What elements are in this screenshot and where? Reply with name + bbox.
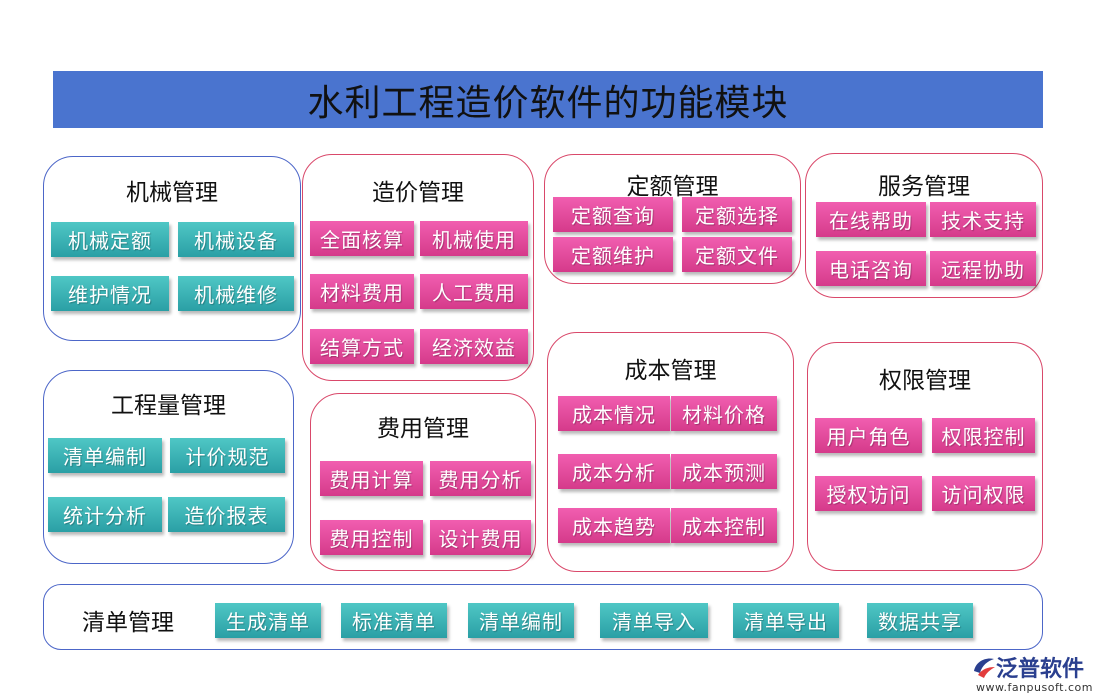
- group-bill-title: 清单管理: [82, 610, 174, 636]
- group-cost-pricing-title: 造价管理: [372, 180, 464, 206]
- module-button[interactable]: 机械维修: [178, 276, 294, 311]
- module-button[interactable]: 在线帮助: [816, 202, 926, 237]
- module-button[interactable]: 统计分析: [48, 497, 162, 532]
- module-button[interactable]: 成本控制: [671, 508, 777, 543]
- module-button[interactable]: 定额维护: [553, 237, 673, 272]
- logo-brand: 泛普软件: [996, 657, 1085, 682]
- module-button[interactable]: 清单导出: [733, 603, 839, 638]
- module-button[interactable]: 定额选择: [682, 197, 792, 232]
- module-button[interactable]: 电话咨询: [816, 251, 926, 286]
- group-cost-pricing: 造价管理 全面核算 机械使用 材料费用 人工费用 结算方式 经济效益: [302, 154, 534, 381]
- module-button[interactable]: 全面核算: [310, 221, 414, 256]
- module-button[interactable]: 维护情况: [51, 276, 169, 311]
- module-button[interactable]: 成本趋势: [558, 508, 670, 543]
- module-button[interactable]: 费用控制: [320, 520, 423, 555]
- module-button[interactable]: 机械设备: [178, 222, 294, 257]
- module-button[interactable]: 远程协助: [930, 251, 1036, 286]
- group-cost: 成本管理 成本情况 材料价格 成本分析 成本预测 成本趋势 成本控制: [547, 332, 794, 572]
- module-button[interactable]: 机械使用: [420, 221, 528, 256]
- module-button[interactable]: 成本情况: [558, 396, 670, 431]
- module-button[interactable]: 清单编制: [468, 603, 574, 638]
- module-button[interactable]: 材料价格: [671, 396, 777, 431]
- group-service: 服务管理 在线帮助 技术支持 电话咨询 远程协助: [805, 153, 1043, 298]
- module-button[interactable]: 标准清单: [341, 603, 447, 638]
- module-button[interactable]: 定额查询: [553, 197, 673, 232]
- module-button[interactable]: 成本预测: [671, 454, 777, 489]
- module-button[interactable]: 机械定额: [51, 222, 169, 257]
- group-cost-title: 成本管理: [624, 358, 717, 384]
- module-button[interactable]: 结算方式: [310, 329, 414, 364]
- group-expense: 费用管理 费用计算 费用分析 费用控制 设计费用: [310, 393, 536, 571]
- group-machinery: 机械管理 机械定额 机械设备 维护情况 机械维修: [43, 156, 301, 341]
- module-button[interactable]: 经济效益: [420, 329, 528, 364]
- logo-url: www.fanpusoft.com: [976, 681, 1093, 694]
- group-quota: 定额管理 定额查询 定额选择 定额维护 定额文件: [544, 154, 801, 284]
- group-quantity: 工程量管理 清单编制 计价规范 统计分析 造价报表: [43, 370, 294, 564]
- group-quantity-title: 工程量管理: [111, 393, 226, 419]
- module-button[interactable]: 设计费用: [430, 520, 531, 555]
- title-banner: 水利工程造价软件的功能模块: [53, 71, 1043, 128]
- module-button[interactable]: 人工费用: [420, 274, 528, 309]
- module-button[interactable]: 材料费用: [310, 274, 414, 309]
- module-button[interactable]: 计价规范: [170, 438, 285, 473]
- group-permission: 权限管理 用户角色 权限控制 授权访问 访问权限: [807, 342, 1043, 571]
- module-button[interactable]: 费用计算: [320, 461, 423, 496]
- group-service-title: 服务管理: [878, 174, 970, 200]
- group-quota-title: 定额管理: [626, 174, 719, 200]
- module-button[interactable]: 用户角色: [815, 418, 922, 453]
- module-button[interactable]: 生成清单: [215, 603, 321, 638]
- module-button[interactable]: 清单编制: [48, 438, 162, 473]
- module-button[interactable]: 定额文件: [682, 237, 792, 272]
- module-button[interactable]: 数据共享: [867, 603, 973, 638]
- module-button[interactable]: 造价报表: [168, 497, 285, 532]
- group-machinery-title: 机械管理: [126, 180, 218, 206]
- module-button[interactable]: 清单导入: [600, 603, 708, 638]
- module-button[interactable]: 技术支持: [930, 202, 1036, 237]
- module-button[interactable]: 访问权限: [932, 476, 1035, 511]
- brand-logo: 泛普软件 www.fanpusoft.com: [968, 650, 1098, 696]
- module-button[interactable]: 成本分析: [558, 454, 670, 489]
- group-permission-title: 权限管理: [879, 368, 971, 394]
- module-button[interactable]: 授权访问: [815, 476, 922, 511]
- logo-mark-icon: [974, 658, 995, 678]
- module-button[interactable]: 权限控制: [932, 418, 1035, 453]
- module-button[interactable]: 费用分析: [430, 461, 531, 496]
- group-bill: 清单管理 生成清单 标准清单 清单编制 清单导入 清单导出 数据共享: [43, 584, 1043, 650]
- page-title: 水利工程造价软件的功能模块: [307, 82, 789, 124]
- group-expense-title: 费用管理: [377, 416, 469, 442]
